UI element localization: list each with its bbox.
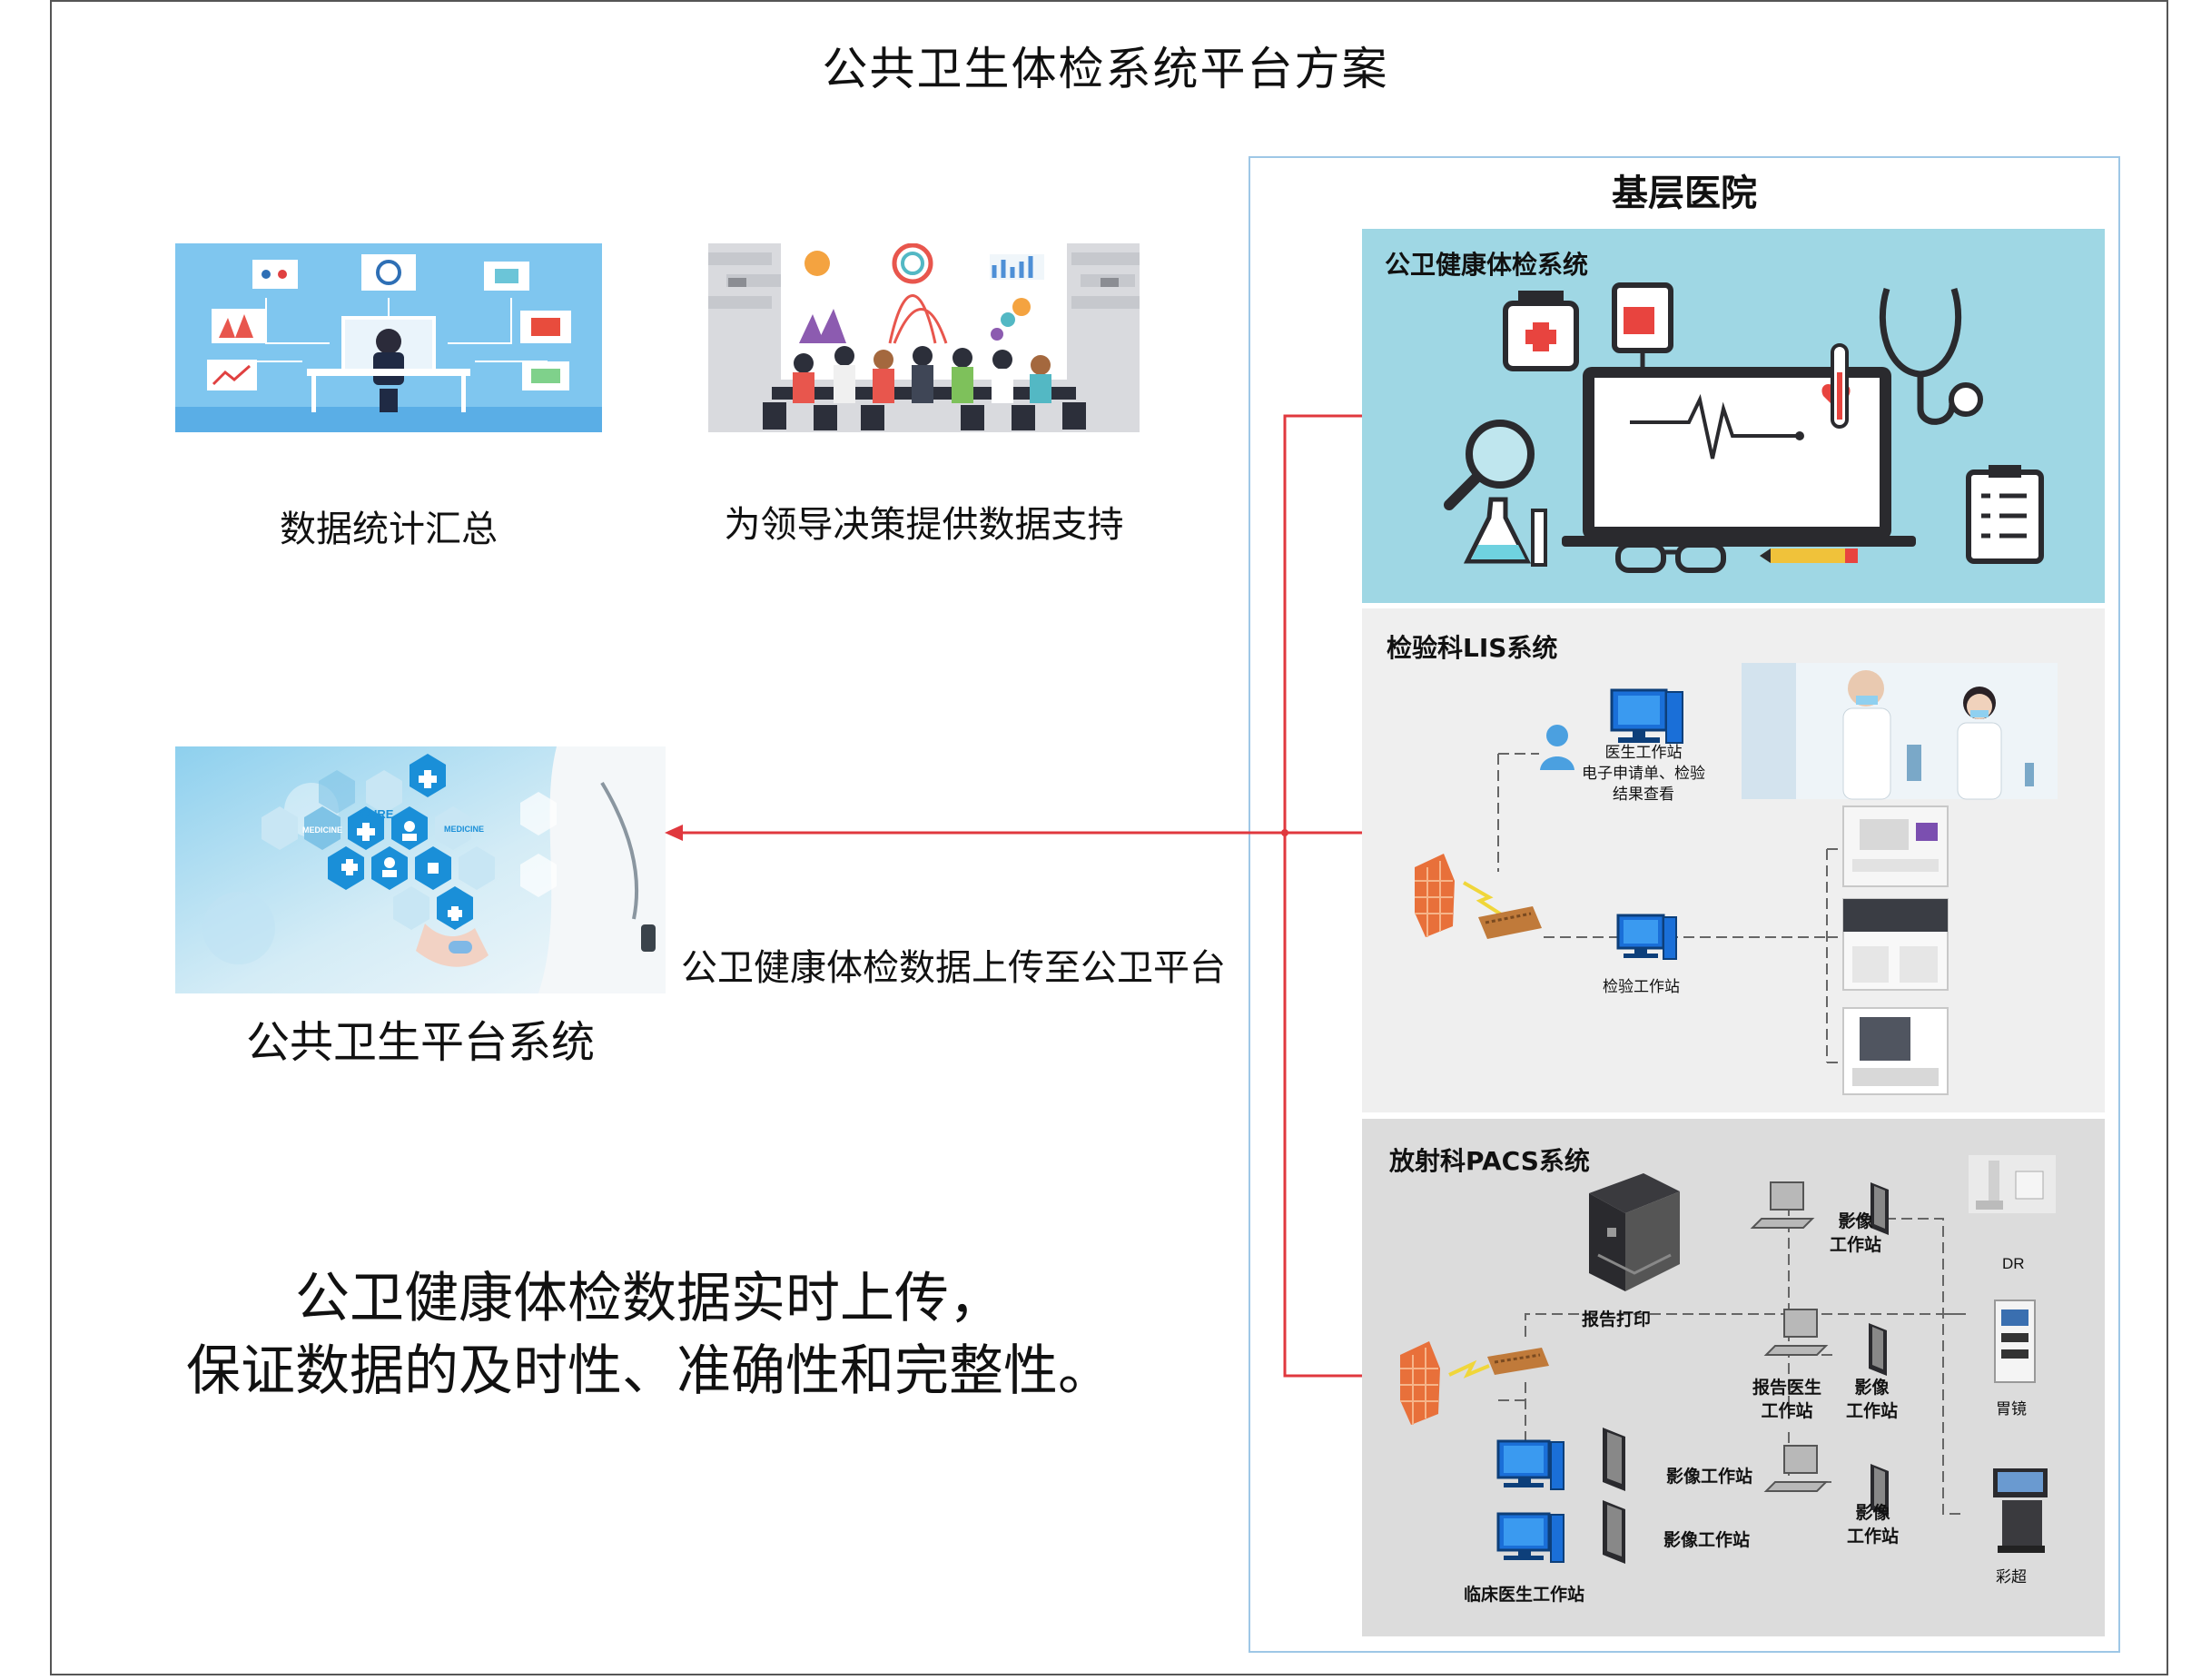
imaging-station-label-2: 影像工作站 xyxy=(1663,1530,1751,1550)
dr-device-photo xyxy=(1969,1155,2056,1213)
analyzer-device-3 xyxy=(1842,1007,1949,1095)
medicine-hex-label-right: MEDICINE xyxy=(444,825,484,834)
clinic-computer-icon-2 xyxy=(1496,1512,1564,1563)
switch-icon xyxy=(1478,906,1542,939)
iv-bag-icon xyxy=(1612,282,1673,367)
lab-station-label: 检验工作站 xyxy=(1603,978,1680,996)
imaging-station-mid-line-2: 工作站 xyxy=(1846,1401,1899,1421)
medicine-hex-label-left: MEDICINE xyxy=(302,825,342,835)
analyzer-device-2 xyxy=(1842,898,1949,991)
lis-network-diagram xyxy=(1415,663,2058,1095)
imaging-station-mid-line-1: 影像 xyxy=(1854,1378,1890,1398)
imaging-station-top-line-2: 工作站 xyxy=(1830,1235,1882,1255)
analyzer-device-1 xyxy=(1842,805,1949,887)
outer-frame xyxy=(50,0,2168,1675)
caption-decision-support: 为领导决策提供数据支持 xyxy=(724,504,1124,546)
lightning-link-icon xyxy=(1448,1359,1490,1379)
report-doctor-line-1: 报告医生 xyxy=(1752,1378,1822,1398)
firewall-icon xyxy=(1400,1341,1440,1425)
gray-computer-icons xyxy=(1750,1181,1829,1492)
image-monitor-icons xyxy=(1603,1182,1889,1564)
ultrasound-label: 彩超 xyxy=(1996,1568,2027,1586)
exam-system-title: 公卫健康体检系统 xyxy=(1385,250,1589,280)
imaging-station-mid-label: 影像 工作站 xyxy=(1846,1376,1898,1423)
stethoscope-icon xyxy=(1879,287,1983,425)
caption-public-health-platform: 公共卫生平台系统 xyxy=(245,1017,595,1068)
clinician-station-label: 临床医生工作站 xyxy=(1464,1585,1585,1605)
pill-bottle-icon xyxy=(1503,291,1579,371)
pacs-network-diagram xyxy=(1400,1155,2056,1564)
exam-system-illustration xyxy=(1444,282,2044,573)
gastroscope-label: 胃镜 xyxy=(1996,1400,2027,1418)
ultrasound-device-photo xyxy=(1993,1468,2048,1553)
doctor-station-label: 医生工作站 电子申请单、检验 结果查看 xyxy=(1544,743,1743,805)
doctor-station-line-2: 电子申请单、检验 xyxy=(1582,765,1705,783)
leadership-meeting-illustration xyxy=(708,243,1140,432)
hospital-panel xyxy=(1249,156,2120,1653)
user-icon xyxy=(1540,725,1574,770)
upload-label: 公卫健康体检数据上传至公卫平台 xyxy=(681,947,1226,989)
lab-computer-icon xyxy=(1616,914,1677,960)
clipboard-icon xyxy=(1966,465,2044,564)
imaging-station-bottom-label: 影像 工作站 xyxy=(1847,1501,1899,1548)
public-health-platform-image: CURE MEDICINE MEDICINE xyxy=(175,746,666,993)
page-title: 公共卫生体检系统平台方案 xyxy=(822,43,1389,95)
thermometer-icon xyxy=(1831,343,1849,429)
dr-label: DR xyxy=(2002,1255,2025,1272)
printer-icon xyxy=(1589,1173,1680,1291)
hospital-title: 基层医院 xyxy=(1612,173,1757,214)
lightning-link-icon xyxy=(1463,881,1507,919)
flask-icon xyxy=(1463,497,1547,567)
pacs-title: 放射科PACS系统 xyxy=(1389,1146,1590,1176)
cure-hex-label: CURE xyxy=(360,807,394,821)
summary-text: 公卫健康体检数据实时上传， 保证数据的及时性、准确性和完整性。 xyxy=(136,1262,1162,1408)
data-statistics-illustration xyxy=(175,243,602,432)
summary-line-2: 保证数据的及时性、准确性和完整性。 xyxy=(186,1339,1112,1403)
summary-line-1: 公卫健康体检数据实时上传， xyxy=(295,1267,1003,1330)
gastroscope-device-photo xyxy=(1994,1300,2036,1383)
magnifier-icon xyxy=(1444,420,1535,510)
lis-title: 检验科LIS系统 xyxy=(1387,633,1558,663)
firewall-icon xyxy=(1415,854,1455,937)
imaging-station-bottom-line-2: 工作站 xyxy=(1847,1527,1900,1547)
doctor-station-line-1: 医生工作站 xyxy=(1604,744,1683,762)
imaging-station-top-label: 影像 工作站 xyxy=(1830,1210,1881,1257)
switch-icon xyxy=(1487,1348,1549,1375)
imaging-station-bottom-line-1: 影像 xyxy=(1855,1503,1890,1523)
report-doctor-line-2: 工作站 xyxy=(1761,1401,1813,1421)
report-doctor-label: 报告医生 工作站 xyxy=(1752,1376,1821,1423)
lab-staff-photo xyxy=(1742,663,2058,800)
glasses-icon xyxy=(1615,542,1726,573)
doctor-computer-icon xyxy=(1610,688,1683,744)
caption-data-statistics: 数据统计汇总 xyxy=(280,509,498,550)
doctor-station-line-3: 结果查看 xyxy=(1613,786,1674,804)
imaging-station-label-1: 影像工作站 xyxy=(1666,1467,1753,1487)
clinic-computer-icon-1 xyxy=(1496,1439,1564,1490)
imaging-station-top-line-1: 影像 xyxy=(1838,1211,1873,1231)
report-print-label: 报告打印 xyxy=(1582,1309,1652,1329)
pencil-icon xyxy=(1760,548,1858,563)
